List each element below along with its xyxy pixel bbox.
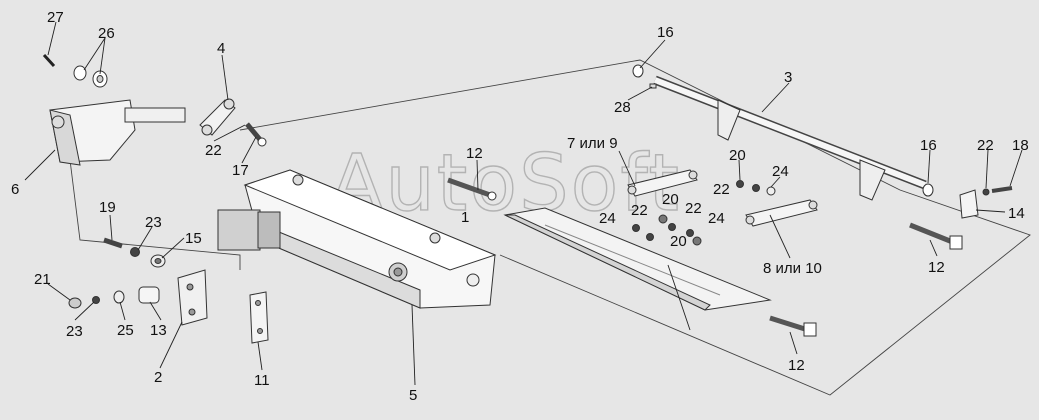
part-17-bolt [245,122,267,147]
part-19-bolt [103,237,123,249]
callout-6: 6 [11,181,19,198]
callout-2: 2 [154,369,162,386]
part-8-or-10-link [745,199,818,227]
part-28-key [649,83,657,89]
callout-26: 26 [98,25,115,42]
part-23-nut-lower [92,296,100,304]
callout-3: 3 [784,69,792,86]
callout-15: 15 [185,230,202,247]
callout-12: 12 [788,357,805,374]
callout-17: 17 [232,162,249,179]
callout-leader-lines [24,21,1023,386]
part-16-ring-right [922,183,934,197]
part-11-strip-plate [249,291,269,344]
part-motor [217,209,281,251]
callout-7-or-9: 7 или 9 [567,135,618,152]
callout-16: 16 [920,137,937,154]
callout-22: 22 [631,202,648,219]
callout-11: 11 [254,372,270,389]
part-6-bracket [49,99,186,166]
callout-25: 25 [117,322,134,339]
part-13-spacer [138,286,160,304]
part-21-nut [68,297,82,309]
part-12-rod-upper [447,177,497,201]
part-14-clamp [959,189,979,219]
callout-20: 20 [729,147,746,164]
callout-16: 16 [657,24,674,41]
callout-22: 22 [977,137,994,154]
callout-4: 4 [217,40,225,57]
callout-5: 5 [409,387,417,404]
part-27-cotter-pin [42,53,56,68]
part-1-slide-rail [503,207,772,311]
callout-14: 14 [1008,205,1025,222]
part-22-washer-right [982,188,990,196]
callout-21: 21 [34,271,51,288]
callout-12: 12 [466,145,483,162]
callout-18: 18 [1012,137,1029,154]
part-12-bolt-bottom [769,315,817,337]
callout-24: 24 [599,210,616,227]
part-25-washer [113,290,125,304]
callout-24: 24 [708,210,725,227]
part-23-nut-upper [130,247,140,257]
callout-23: 23 [145,214,162,231]
part-18-bolt [991,186,1013,193]
callout-1: 1 [461,209,469,226]
part-26-washers [73,65,108,88]
part-12-bolt-middle [909,222,963,250]
callout-12: 12 [928,259,945,276]
callout-28: 28 [614,99,631,116]
part-small-hardware [632,180,776,246]
part-15-bushing [150,254,166,268]
callout-20: 20 [662,191,679,208]
part-7-or-9-link [627,169,698,197]
part-4-lever [199,98,236,136]
callout-19: 19 [99,199,116,216]
callout-20: 20 [670,233,687,250]
callout-8-or-10: 8 или 10 [763,260,822,277]
callout-13: 13 [150,322,167,339]
callout-24: 24 [772,163,789,180]
part-2-plate [177,269,208,326]
callout-22: 22 [685,200,702,217]
callout-22: 22 [713,181,730,198]
callout-23: 23 [66,323,83,340]
callout-labels: 27 26 4 6 22 17 19 23 15 21 23 25 13 2 1… [11,9,1029,404]
part-3-shaft [653,75,927,201]
callout-27: 27 [47,9,64,26]
callout-22: 22 [205,142,222,159]
